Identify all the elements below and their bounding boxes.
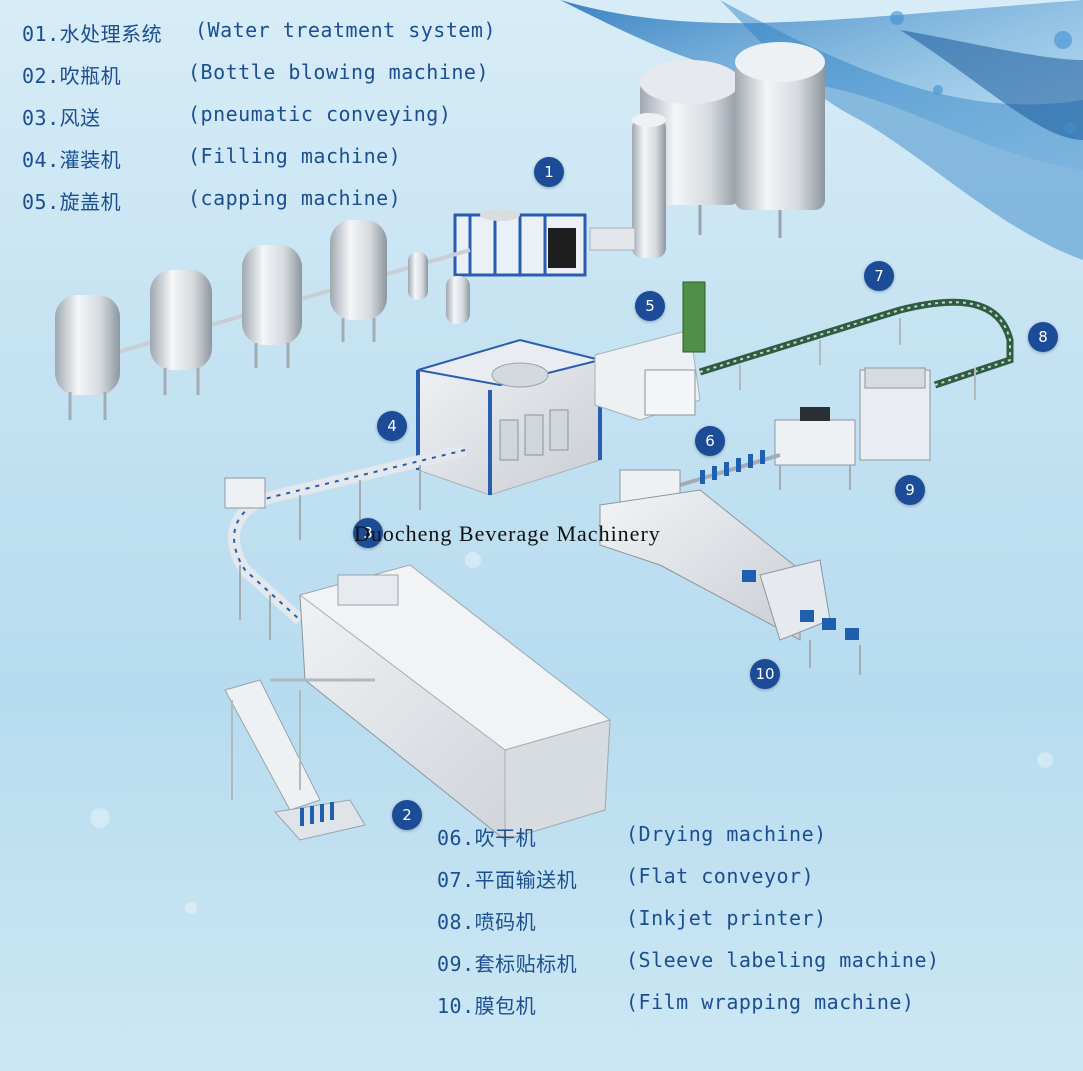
badge-1: 1: [534, 157, 564, 187]
capping-machine-illustration: [594, 281, 706, 421]
legend-en: (Drying machine): [626, 822, 827, 846]
legend-en: (Bottle blowing machine): [188, 60, 489, 84]
legend-cn: 09.套标贴标机: [437, 952, 578, 976]
filter-tanks-row: [55, 220, 471, 420]
film-wrapping-illustration: [599, 489, 861, 675]
badge-7: 7: [864, 261, 894, 291]
legend-item-02: 02.吹瓶机 (Bottle blowing machine): [22, 60, 488, 89]
legend-cn: 07.平面输送机: [437, 868, 578, 892]
legend-cn: 02.吹瓶机: [22, 64, 122, 88]
legend-cn: 01.水处理系统: [22, 22, 163, 46]
badge-3: 3: [353, 518, 383, 548]
ro-filter-frame: [453, 209, 587, 277]
legend-item-01: 01.水处理系统 (Water treatment system): [22, 18, 495, 47]
legend-cn: 10.膜包机: [437, 994, 537, 1018]
legend-item-07: 07.平面输送机 (Flat conveyor): [437, 864, 814, 893]
legend-en: (pneumatic conveying): [188, 102, 452, 126]
legend-en: (Flat conveyor): [626, 864, 815, 888]
legend-item-08: 08.喷码机 (Inkjet printer): [437, 906, 826, 935]
badge-6: 6: [695, 426, 725, 456]
badge-2: 2: [392, 800, 422, 830]
legend-en: (Inkjet printer): [626, 906, 827, 930]
legend-cn: 04.灌装机: [22, 148, 122, 172]
legend-en: (Film wrapping machine): [626, 990, 915, 1014]
legend-item-05: 05.旋盖机 (capping machine): [22, 186, 401, 215]
badge-8: 8: [1028, 322, 1058, 352]
water-treatment-tanks: [589, 42, 825, 258]
badge-5: 5: [635, 291, 665, 321]
blowing-machine-illustration: [224, 564, 612, 841]
filling-machine-illustration: [416, 338, 602, 496]
legend-item-09: 09.套标贴标机 (Sleeve labeling machine): [437, 948, 939, 977]
flat-conveyor-illustration: [698, 298, 1014, 400]
legend-en: (capping machine): [188, 186, 402, 210]
badge-4: 4: [377, 411, 407, 441]
badge-10: 10: [750, 659, 780, 689]
legend-cn: 06.吹干机: [437, 826, 537, 850]
labeling-machine-illustration: [774, 367, 931, 490]
legend-cn: 08.喷码机: [437, 910, 537, 934]
legend-item-04: 04.灌装机 (Filling machine): [22, 144, 401, 173]
watermark-text: Duocheng Beverage Machinery: [354, 521, 661, 546]
legend-cn: 03.风送: [22, 106, 101, 130]
legend-item-03: 03.风送 (pneumatic conveying): [22, 102, 451, 131]
legend-en: (Sleeve labeling machine): [626, 948, 940, 972]
legend-en: (Filling machine): [188, 144, 402, 168]
legend-item-06: 06.吹干机 (Drying machine): [437, 822, 826, 851]
legend-en: (Water treatment system): [195, 18, 496, 42]
badge-9: 9: [895, 475, 925, 505]
legend-item-10: 10.膜包机 (Film wrapping machine): [437, 990, 914, 1019]
air-conveyor-illustration: [224, 444, 467, 640]
legend-cn: 05.旋盖机: [22, 190, 122, 214]
